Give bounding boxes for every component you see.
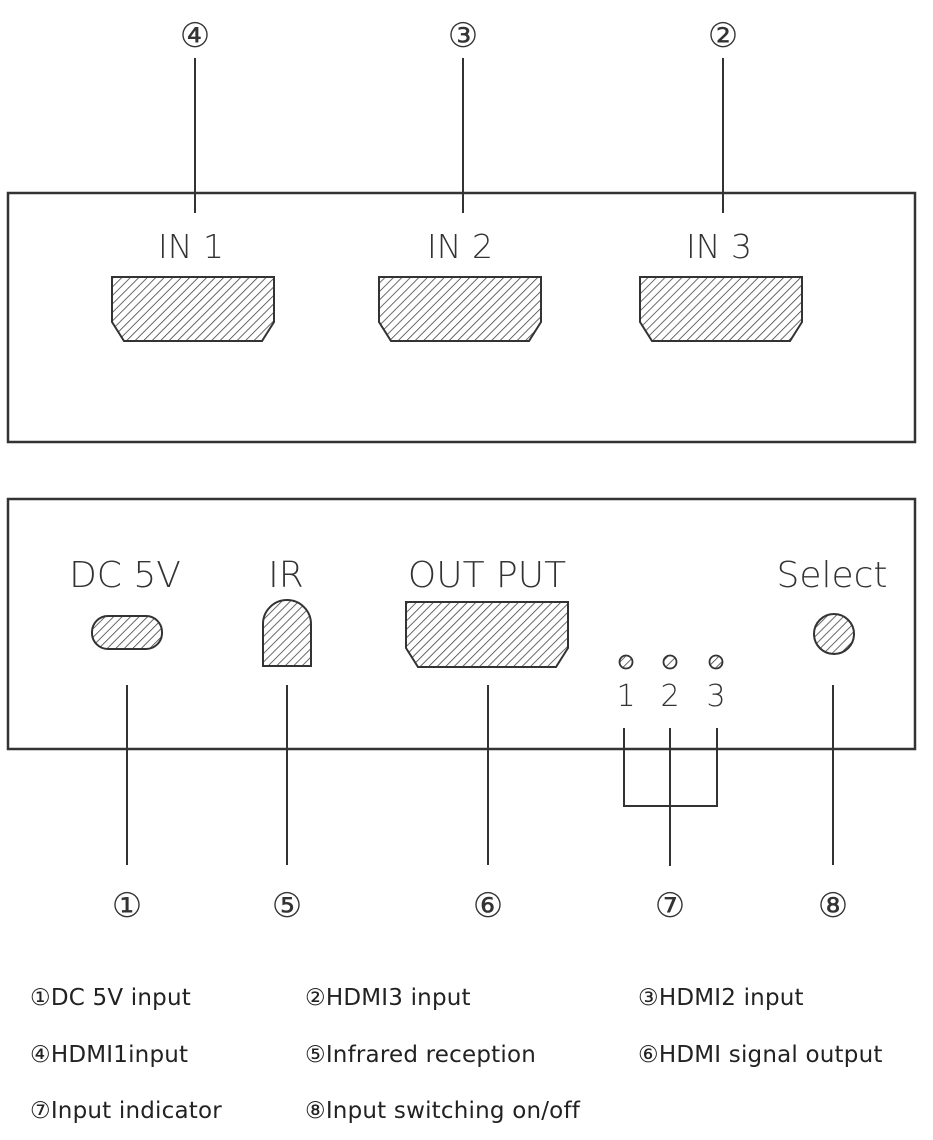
hdmi-connector-in-1 (111, 276, 275, 342)
legend-item-8: ⑧Input switching on/off (305, 1098, 581, 1124)
hdmi-connector-output (405, 601, 569, 668)
legend-item-5: ⑤Infrared reception (305, 1042, 536, 1068)
hdmi-switch-diagram: ④ IN 1 ③ IN 2 ② IN 3 DC 5V ① (6, 16, 917, 926)
select-button-group: Select ⑧ (776, 555, 887, 926)
indicator-label-2: 2 (660, 679, 679, 714)
indicator-led-3 (708, 654, 724, 670)
callout-3: ③ (448, 16, 478, 56)
indicator-bracket (623, 728, 718, 866)
callout-2: ② (708, 16, 738, 56)
legend-item-6: ⑥HDMI signal output (638, 1042, 883, 1068)
legend-item-4: ④HDMI1input (30, 1042, 189, 1068)
dc-jack (91, 615, 163, 650)
indicator-led-1 (618, 654, 634, 670)
ir-receiver: IR ⑤ (262, 555, 312, 926)
legend-item-3: ③HDMI2 input (638, 985, 804, 1011)
hdmi-in-1-port: ④ IN 1 (111, 16, 275, 342)
legend-item-1: ①DC 5V input (30, 985, 191, 1011)
front-panel: ④ IN 1 ③ IN 2 ② IN 3 (6, 16, 917, 444)
legend-item-7: ⑦Input indicator (30, 1098, 222, 1124)
select-button[interactable] (813, 613, 855, 655)
callout-8: ⑧ (818, 886, 848, 926)
indicator-label-3: 3 (706, 679, 725, 714)
in-3-label: IN 3 (686, 227, 752, 266)
legend: ①DC 5V input ②HDMI3 input ③HDMI2 input ④… (0, 975, 933, 1135)
hdmi-in-3-port: ② IN 3 (639, 16, 803, 342)
dc-5v-label: DC 5V (69, 555, 181, 596)
dc-power-port: DC 5V ① (69, 555, 181, 926)
output-label: OUT PUT (408, 555, 566, 596)
front-panel-frame (6, 191, 917, 444)
callout-6: ⑥ (473, 886, 503, 926)
indicator-led-2 (662, 654, 678, 670)
hdmi-connector-in-3 (639, 276, 803, 342)
hdmi-in-2-port: ③ IN 2 (378, 16, 542, 342)
hdmi-connector-in-2 (378, 276, 542, 342)
rear-panel-frame (6, 497, 917, 751)
callout-7: ⑦ (655, 886, 685, 926)
in-2-label: IN 2 (427, 227, 493, 266)
ir-label: IR (268, 555, 304, 596)
indicator-label-1: 1 (616, 679, 635, 714)
hdmi-output-port: OUT PUT ⑥ (405, 555, 569, 926)
ir-sensor (262, 599, 312, 667)
rear-panel: DC 5V ① IR ⑤ OUT PUT ⑥ (6, 497, 917, 926)
callout-4: ④ (180, 16, 210, 56)
select-label: Select (776, 555, 887, 596)
callout-5: ⑤ (272, 886, 302, 926)
in-1-label: IN 1 (158, 227, 224, 266)
input-indicators: 1 2 3 ⑦ (616, 654, 726, 926)
legend-item-2: ②HDMI3 input (305, 985, 471, 1011)
callout-1: ① (112, 886, 142, 926)
